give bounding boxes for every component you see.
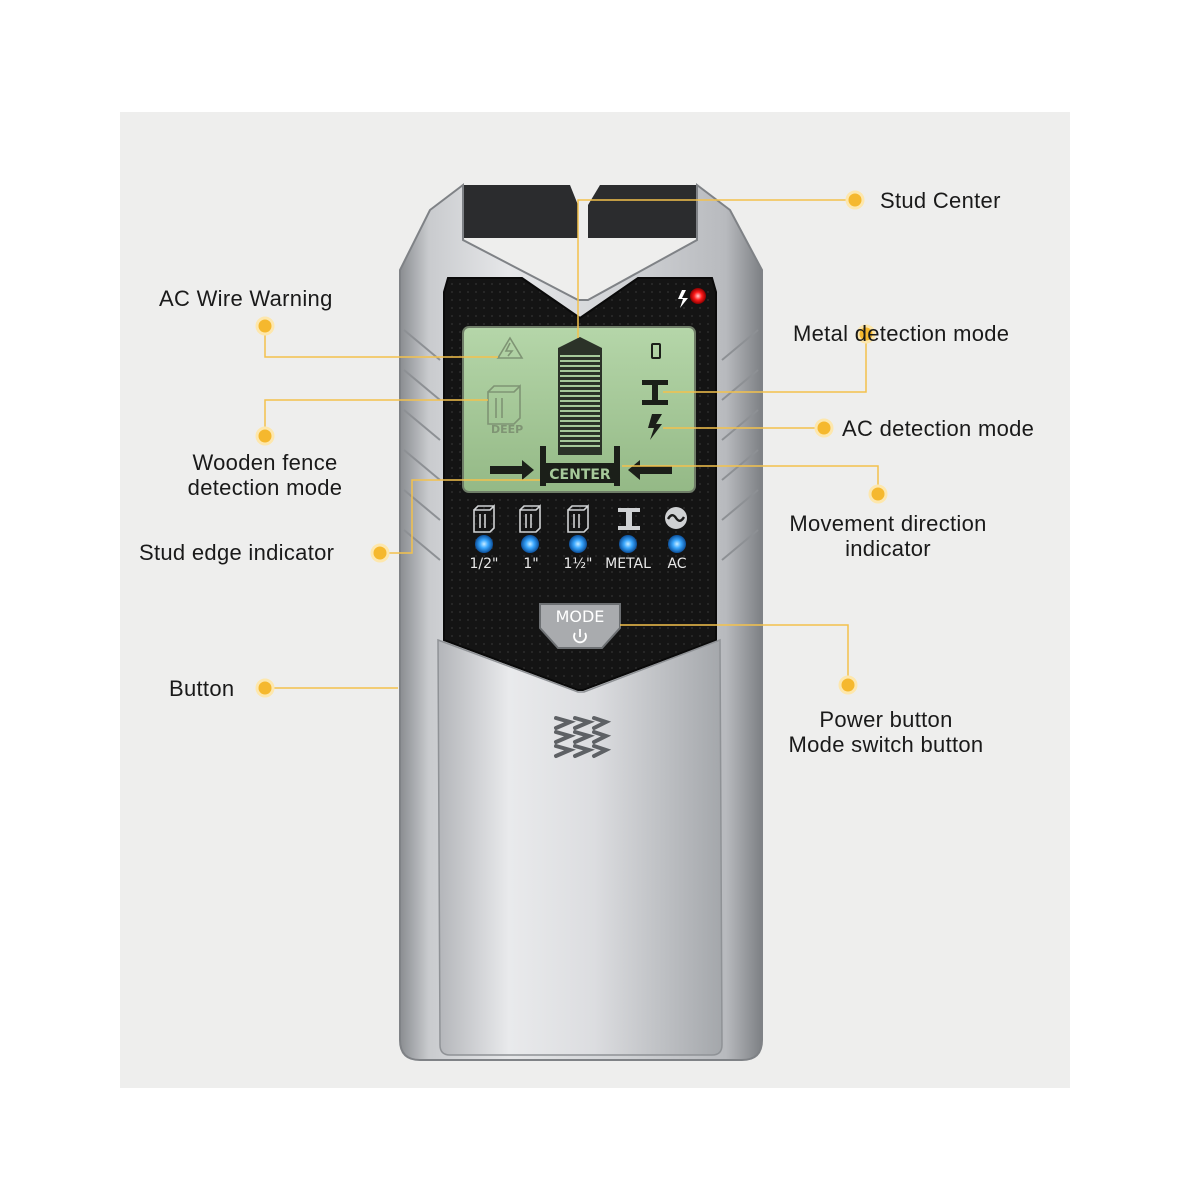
label-button: Button	[169, 676, 235, 701]
lcd-center-text: CENTER	[549, 467, 611, 483]
sensor-pad-left	[463, 185, 578, 238]
led-half-inch	[475, 535, 493, 553]
alarm-led	[678, 288, 706, 308]
label-wooden-fence-line1: Wooden fence	[192, 450, 338, 475]
led-label-ac: AC	[667, 556, 686, 572]
dot-ac-wire-warning	[255, 316, 275, 336]
led-indicator-icons	[473, 504, 589, 533]
wood-half-inch-icon	[473, 504, 495, 533]
label-ac-wire-warning: AC Wire Warning	[159, 286, 333, 311]
dot-button	[255, 678, 275, 698]
ac-led-icon	[665, 507, 687, 529]
label-movement-direction: Movement direction indicator	[770, 511, 1006, 561]
label-ac-detection-mode: AC detection mode	[842, 416, 1035, 441]
label-stud-edge-indicator: Stud edge indicator	[139, 540, 335, 565]
dot-metal-mode	[856, 324, 876, 344]
label-wooden-fence-line2: detection mode	[187, 475, 343, 500]
label-movement-direction-line2: indicator	[845, 536, 931, 561]
led-one-inch	[521, 535, 539, 553]
power-icon	[573, 629, 587, 644]
sensor-pad-right	[588, 185, 697, 238]
ac-mode-icon	[648, 414, 662, 440]
callout-dots	[255, 190, 888, 698]
stud-signal-graph	[558, 337, 602, 455]
label-movement-direction-line1: Movement direction	[789, 511, 987, 536]
label-wooden-fence: Wooden fence detection mode	[170, 450, 360, 500]
metal-led-icon	[618, 508, 640, 530]
speaker-grille	[554, 716, 612, 758]
metal-mode-icon	[642, 380, 668, 405]
led-one-half-inch	[569, 535, 587, 553]
ac-warning-icon	[496, 336, 524, 359]
label-power-button-line1: Power button	[819, 707, 953, 732]
battery-icon	[651, 343, 661, 359]
label-stud-center: Stud Center	[880, 188, 1001, 213]
front-cover	[437, 638, 723, 1056]
led-ac	[668, 535, 686, 553]
led-label-one-half-inch: 1½"	[564, 556, 593, 572]
arrow-right-icon	[490, 460, 534, 480]
dot-stud-center	[845, 190, 865, 210]
center-indicator: CENTER	[540, 446, 620, 486]
side-grooves	[403, 329, 759, 561]
dot-movement-direction	[868, 484, 888, 504]
dot-wooden-fence	[255, 426, 275, 446]
lcd-deep-text: DEEP	[491, 423, 523, 436]
label-metal-detection-mode: Metal detection mode	[793, 321, 1010, 346]
label-power-button: Power button Mode switch button	[764, 707, 1008, 757]
led-label-one-inch: 1"	[523, 556, 538, 572]
dot-power-button	[838, 675, 858, 695]
wood-one-half-inch-icon	[567, 504, 589, 533]
led-label-half-inch: 1/2"	[470, 556, 499, 572]
led-row	[475, 535, 686, 553]
led-label-metal: METAL	[605, 556, 651, 572]
arrow-left-icon	[628, 460, 672, 480]
dot-stud-edge	[370, 543, 390, 563]
mode-button[interactable]: MODE	[539, 603, 621, 649]
led-metal	[619, 535, 637, 553]
label-power-button-line2: Mode switch button	[788, 732, 984, 757]
mode-button-label: MODE	[556, 607, 605, 626]
led-labels: 1/2" 1" 1½" METAL AC	[470, 556, 687, 572]
dot-ac-mode	[814, 418, 834, 438]
wood-stud-icon	[487, 384, 521, 425]
wood-one-inch-icon	[519, 504, 541, 533]
